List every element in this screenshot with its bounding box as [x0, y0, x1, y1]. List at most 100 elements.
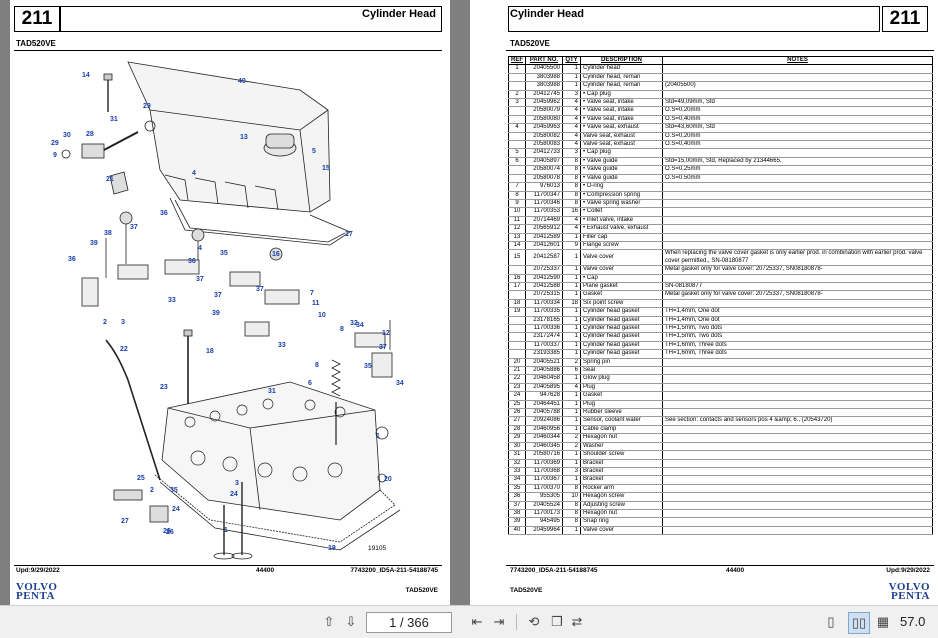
header-rule	[506, 50, 934, 51]
cell-part-no: 20405524	[525, 501, 563, 510]
rotate-icon[interactable]: ⟲	[528, 614, 540, 629]
cell-qty: 1	[562, 400, 581, 410]
scroll-up-icon[interactable]: ⇧	[323, 614, 335, 629]
callout-25: 25	[137, 475, 145, 482]
callout-35: 35	[220, 250, 228, 257]
figure-ref: 19105	[368, 545, 387, 552]
cell-ref: 28	[508, 425, 526, 435]
cell-description: Bracket	[580, 475, 663, 485]
cell-qty: 4	[562, 216, 581, 226]
first-page-icon[interactable]: ⇤	[471, 614, 483, 629]
cell-notes	[662, 492, 933, 502]
cell-qty: 1	[562, 81, 581, 91]
cell-part-no: 20405886	[525, 366, 563, 376]
cell-part-no: 11700334	[525, 299, 563, 309]
cell-description: Glow plug	[580, 374, 663, 384]
cell-qty: 1	[562, 374, 581, 384]
cell-description: Cylinder head	[580, 64, 663, 74]
cell-notes	[662, 73, 933, 83]
cell-notes: Std=15,00mm, Std, Replaced by 21344665.	[662, 157, 933, 167]
zoom-level[interactable]: 57.0	[900, 614, 926, 629]
cell-notes	[662, 467, 933, 477]
cell-qty: 1	[562, 324, 581, 334]
cell-ref: 37	[508, 501, 526, 510]
cell-part-no: 20725337	[525, 265, 563, 275]
callout-38: 38	[104, 230, 112, 237]
cell-part-no: 20412587	[525, 249, 563, 267]
page-number: 211	[882, 6, 928, 32]
cell-notes	[662, 274, 933, 283]
cell-part-no: 20725315	[525, 290, 563, 300]
cell-ref: 33	[508, 467, 526, 477]
callout-39: 39	[90, 240, 98, 247]
cell-description: Bracket	[580, 467, 663, 477]
cell-part-no: 11700367	[525, 475, 563, 485]
cell-qty: 1	[562, 349, 581, 359]
cell-notes	[662, 526, 933, 536]
cell-qty: 3	[562, 90, 581, 100]
two-page-icon[interactable]: ▯▯	[848, 612, 870, 634]
cell-description: • Collet	[580, 207, 663, 217]
callout-35b: 35	[170, 487, 178, 494]
scroll-down-icon[interactable]: ⇩	[345, 614, 357, 629]
header-rule	[14, 50, 442, 51]
cell-ref: 9	[508, 199, 526, 209]
cell-notes: TH=1,5mm, Two dots	[662, 324, 933, 334]
cell-qty: 4	[562, 106, 581, 116]
last-page-icon[interactable]: ⇥	[493, 614, 505, 629]
cell-description: Gasket	[580, 290, 663, 300]
cell-description: Sensor, coolant water	[580, 416, 663, 426]
cell-description: Valve cover	[580, 249, 663, 267]
footer-updated: Upd:9/29/2022	[886, 567, 930, 574]
copy-icon[interactable]: ❐	[551, 614, 563, 629]
cell-description: Valve seat, exhaust	[580, 132, 663, 142]
link-icon[interactable]: ⇄	[571, 614, 583, 629]
cell-description: Bracket	[580, 459, 663, 468]
callout-15: 15	[322, 165, 330, 172]
cell-qty: 4	[562, 132, 581, 142]
cell-qty: 1	[562, 459, 581, 468]
callout-39b: 39	[212, 310, 220, 317]
single-page-icon[interactable]: ▯	[827, 614, 835, 629]
cell-ref: 23	[508, 383, 526, 393]
cell-ref	[508, 132, 526, 142]
cell-notes	[662, 383, 933, 393]
cell-ref: 39	[508, 517, 526, 527]
callout-32: 32	[350, 320, 358, 327]
cell-notes	[662, 224, 933, 234]
cell-ref: 31	[508, 450, 526, 460]
callout-34: 34	[396, 380, 404, 387]
cell-description: Plane gasket	[580, 282, 663, 292]
cell-part-no: 20460345	[525, 442, 563, 452]
cell-description: • Valve seat, exhaust	[580, 123, 663, 133]
cell-qty: 8	[562, 484, 581, 494]
cell-notes	[662, 241, 933, 251]
toolbar-separator	[516, 614, 517, 630]
cell-notes: TH=1,4mm, One dot	[662, 307, 933, 317]
cell-qty: 1	[562, 408, 581, 418]
cell-description: Cylinder head gasket	[580, 324, 663, 334]
cell-part-no: 955305	[525, 492, 563, 502]
callout-31: 31	[110, 116, 118, 123]
footer-model: TAD520VE	[510, 587, 543, 594]
cell-description: Washer	[580, 442, 663, 452]
page-number-input[interactable]: 1 / 366	[366, 612, 452, 633]
cell-ref: 20	[508, 358, 526, 368]
cell-ref: 1	[508, 64, 526, 74]
callout-19: 19	[328, 545, 336, 552]
callout-8b: 8	[315, 362, 319, 369]
cell-ref	[508, 290, 526, 300]
cell-notes	[662, 501, 933, 510]
cell-notes	[662, 374, 933, 384]
grid-view-icon[interactable]: ▦	[876, 614, 890, 629]
cell-part-no: 11700369	[525, 459, 563, 468]
callout-36b: 36	[68, 256, 76, 263]
brand-line2: PENTA	[16, 590, 55, 602]
